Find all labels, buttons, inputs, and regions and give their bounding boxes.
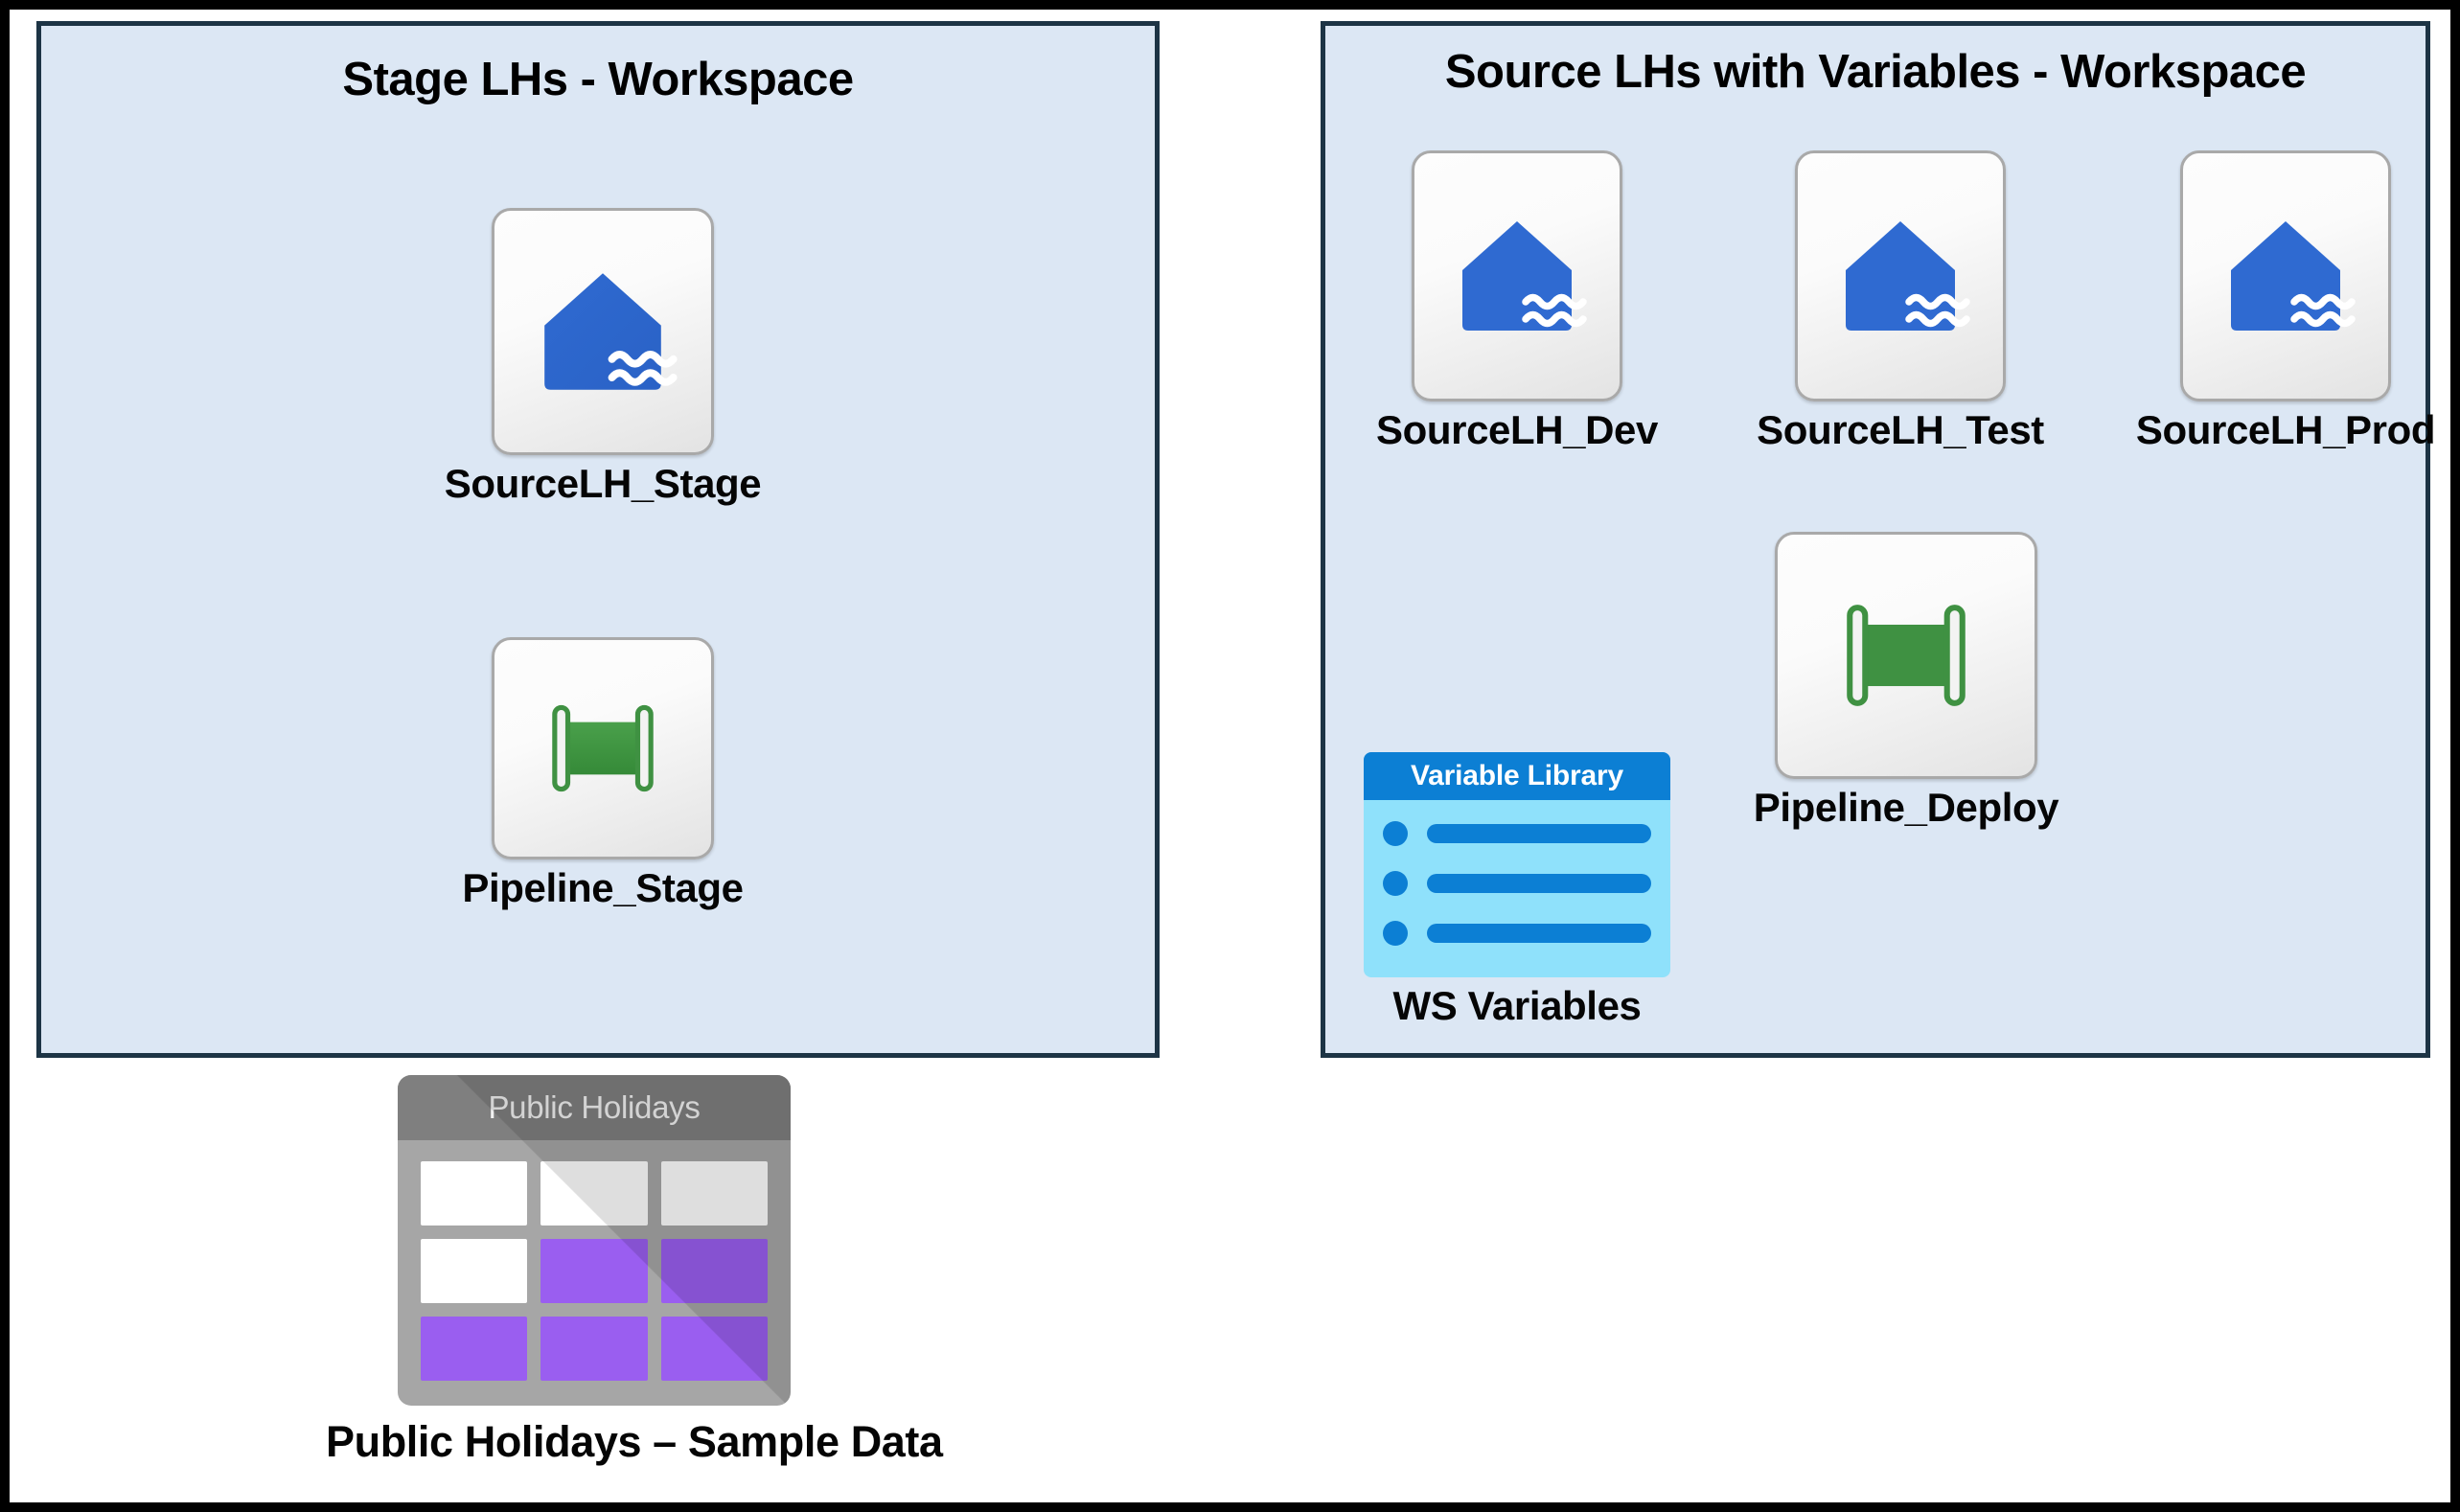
- item-ws-variables[interactable]: Variable Library WS Varia: [1364, 752, 1670, 1029]
- item-label: WS Variables: [1392, 983, 1642, 1028]
- workspace-stage-title: Stage LHs - Workspace: [342, 54, 854, 105]
- table-cell: [421, 1161, 528, 1226]
- pipeline-icon: [1775, 532, 2037, 779]
- table-cell: [540, 1317, 648, 1381]
- variable-bar: [1427, 924, 1651, 943]
- variable-library-title: Variable Library: [1364, 752, 1670, 800]
- item-label: SourceLH_Prod: [2135, 407, 2436, 452]
- item-label: SourceLH_Dev: [1376, 407, 1658, 452]
- table-cell: [421, 1317, 528, 1381]
- item-sourcelh-prod[interactable]: SourceLH_Prod: [2123, 150, 2449, 453]
- item-label: SourceLH_Test: [1757, 407, 2044, 452]
- item-pipeline-deploy[interactable]: Pipeline_Deploy: [1753, 532, 2059, 831]
- table-header-label: Public Holidays: [398, 1075, 791, 1140]
- table-cell: [660, 1161, 768, 1226]
- pipeline-icon: [492, 637, 714, 859]
- variable-bar: [1427, 824, 1651, 843]
- item-label: SourceLH_Stage: [444, 461, 762, 506]
- bullet-icon: [1383, 921, 1408, 946]
- bullet-icon: [1383, 871, 1408, 896]
- item-sourcelh-test[interactable]: SourceLH_Test: [1737, 150, 2063, 453]
- workspace-source-title: Source LHs with Variables - Workspace: [1444, 46, 2307, 98]
- variable-bar: [1427, 874, 1651, 893]
- variable-library-icon: Variable Library: [1364, 752, 1670, 977]
- item-label: Pipeline_Stage: [462, 865, 744, 910]
- workspace-stage[interactable]: Stage LHs - Workspace: [36, 21, 1160, 1058]
- table-grid: [398, 1140, 791, 1406]
- variable-library-row: [1383, 871, 1651, 896]
- public-holidays-caption: Public Holidays – Sample Data: [326, 1417, 943, 1466]
- table-cell: [421, 1239, 528, 1303]
- workspace-source[interactable]: Source LHs with Variables - Workspace So…: [1321, 21, 2435, 1058]
- table-icon: Public Holidays: [398, 1075, 791, 1406]
- variable-library-row: [1383, 821, 1651, 846]
- lakehouse-icon: [2180, 150, 2391, 401]
- lakehouse-icon: [1412, 150, 1622, 401]
- variable-library-rows: [1364, 800, 1670, 946]
- item-sourcelh-stage[interactable]: SourceLH_Stage: [354, 208, 852, 507]
- table-cell: [660, 1317, 768, 1381]
- bullet-icon: [1383, 821, 1408, 846]
- item-label: Pipeline_Deploy: [1753, 785, 2059, 830]
- variable-library-row: [1383, 921, 1651, 946]
- lakehouse-icon: [492, 208, 714, 455]
- lakehouse-icon: [1795, 150, 2006, 401]
- item-sourcelh-dev[interactable]: SourceLH_Dev: [1354, 150, 1680, 453]
- table-cell: [540, 1239, 648, 1303]
- table-cell: [540, 1161, 648, 1226]
- item-public-holidays[interactable]: Public Holidays Public Holidays – Sample…: [326, 1075, 943, 1467]
- item-pipeline-stage[interactable]: Pipeline_Stage: [354, 637, 852, 911]
- table-cell: [660, 1239, 768, 1303]
